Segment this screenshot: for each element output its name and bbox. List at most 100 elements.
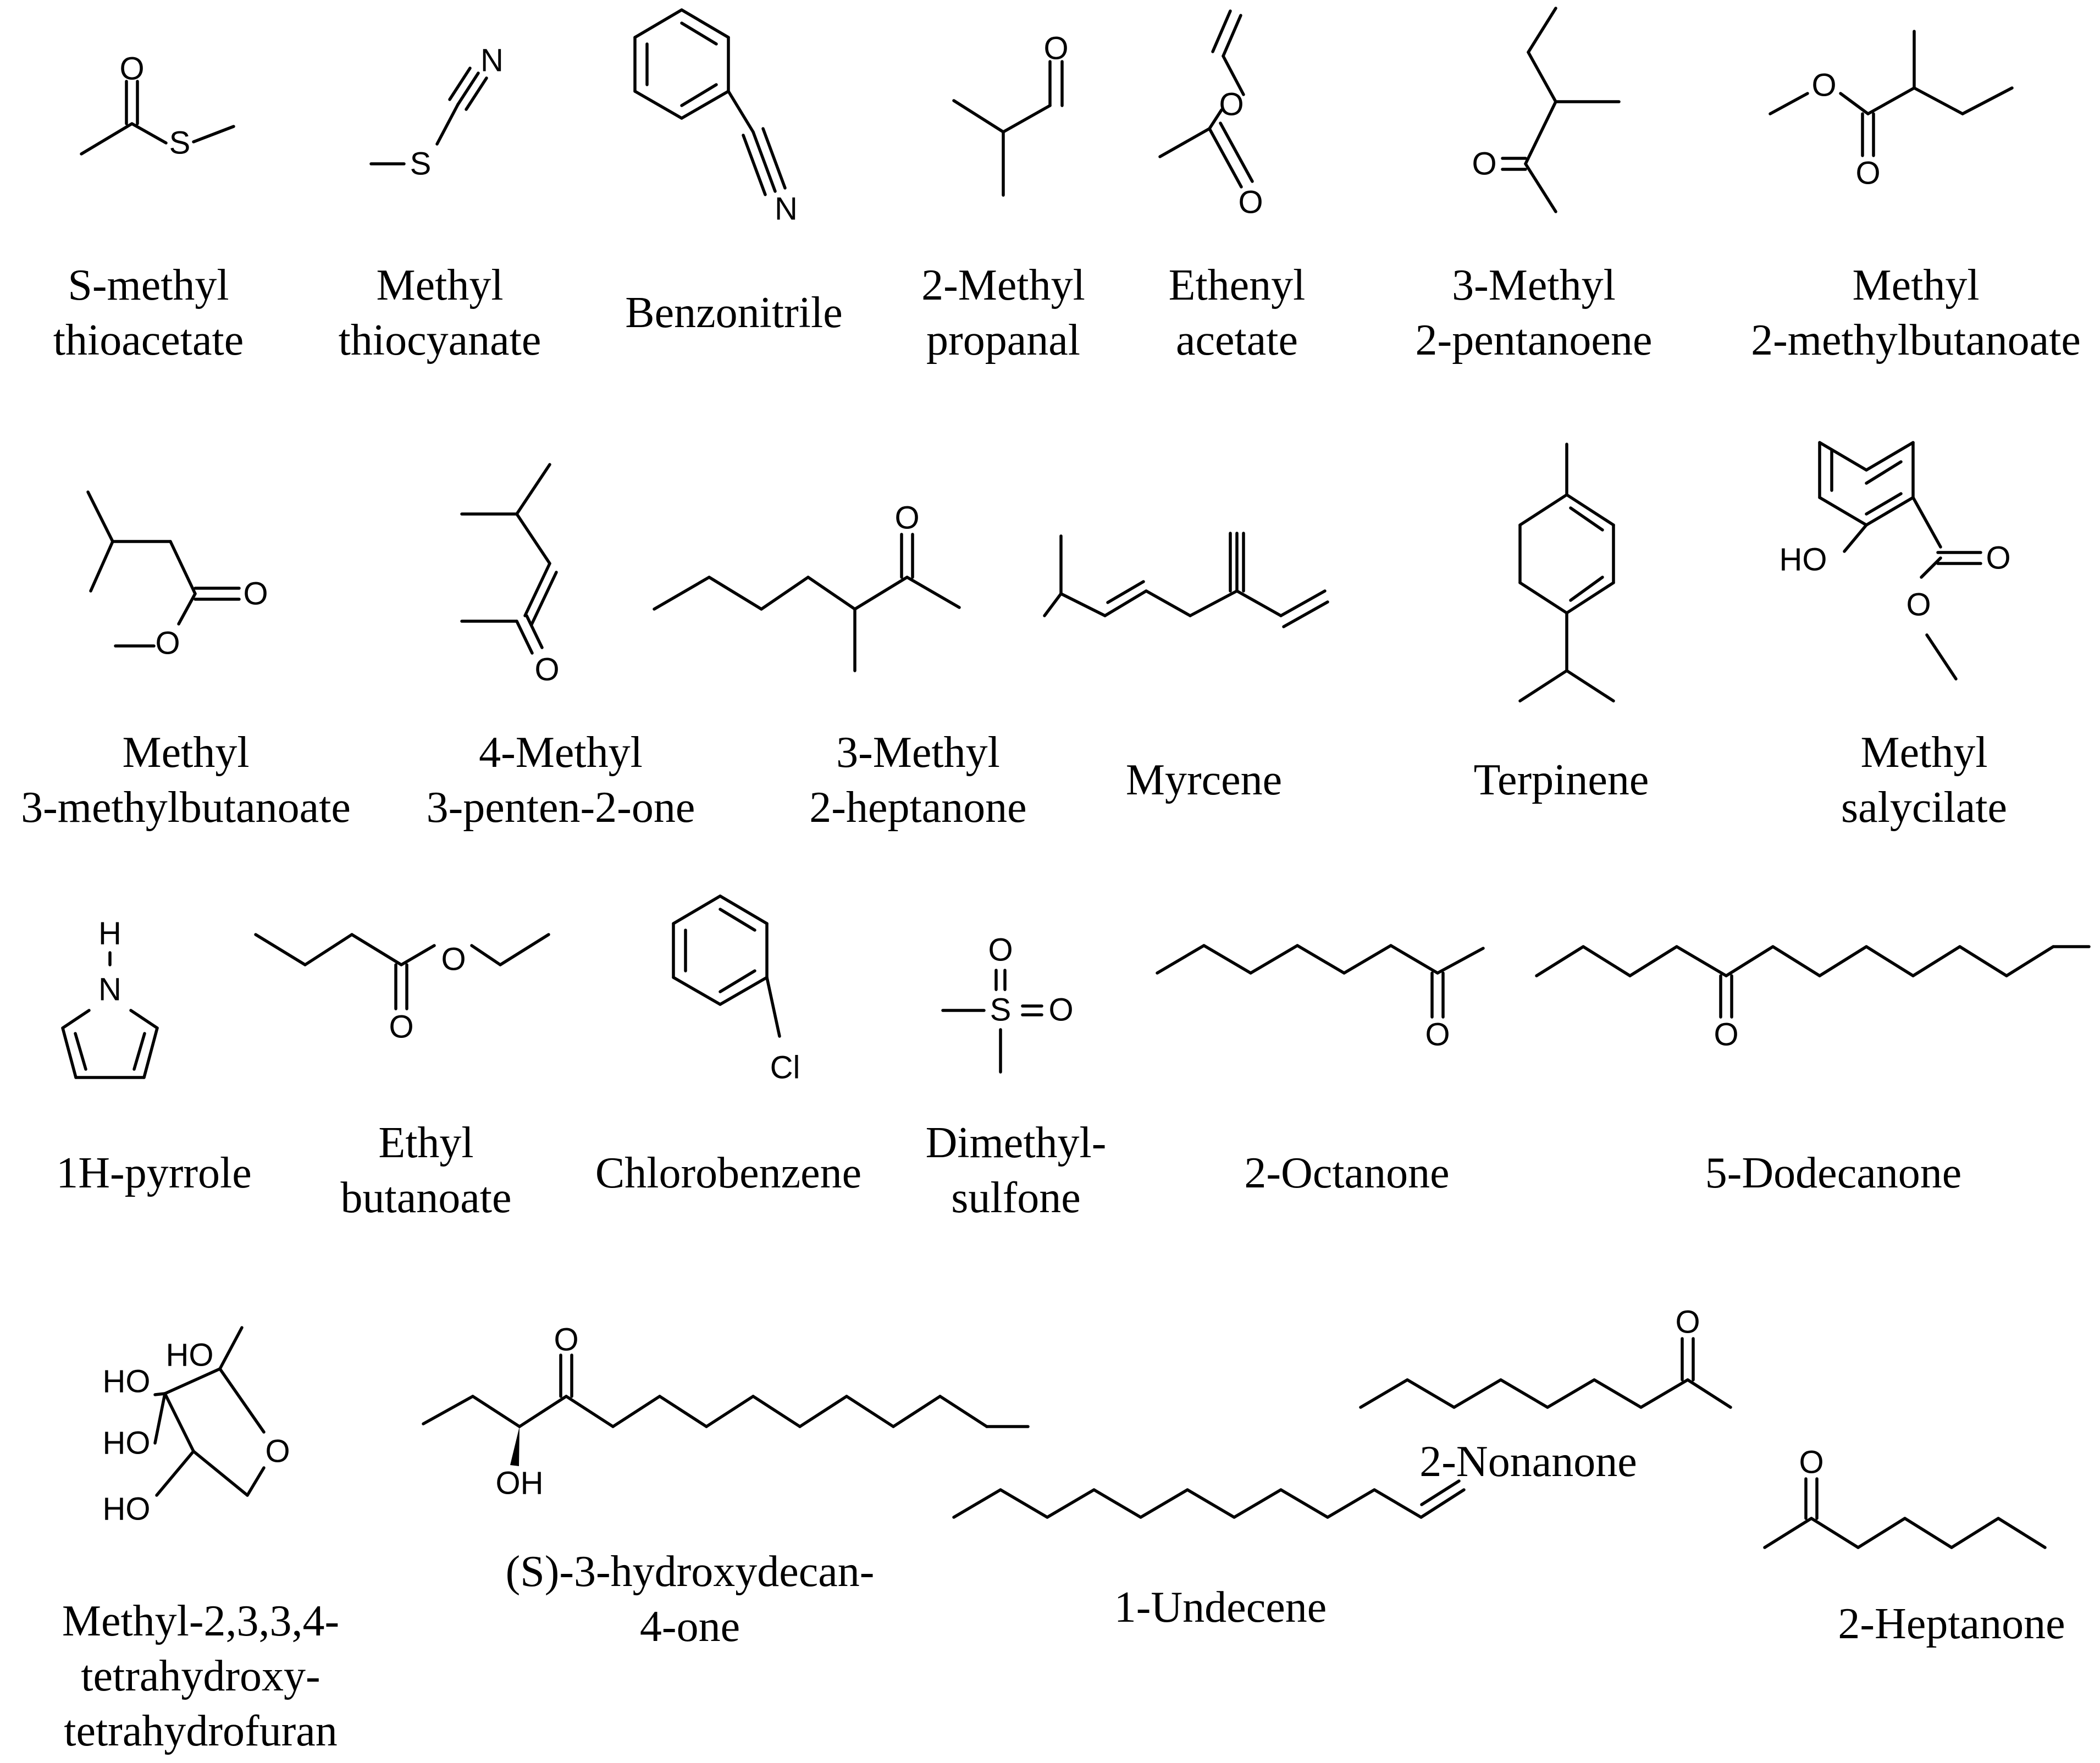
caption-c11: Myrcene — [1126, 756, 1282, 804]
caption-c18: 2-Octanone — [1244, 1149, 1449, 1197]
caption-line: 2-pentanoene — [1416, 316, 1653, 364]
caption-c21: (S)-3-hydroxydecan- 4-one — [506, 1548, 875, 1651]
atom-label-s20-ho1: HO — [166, 1338, 214, 1373]
atom-label-s1-s: S — [169, 125, 191, 161]
atom-label-s9-o: O — [534, 652, 559, 688]
caption-line: 2-methylbutanoate — [1751, 316, 2081, 364]
atom-label-s13-o1: O — [1986, 540, 2010, 576]
caption-c7: Methyl 2-methylbutanoate — [1751, 261, 2081, 364]
caption-c20: Methyl-2,3,3,4- tetrahydroxy-tetrahydrofu… — [62, 1597, 339, 1755]
atom-label-s5-o2: O — [1238, 185, 1263, 220]
caption-line: 2-Nonanone — [1419, 1438, 1637, 1486]
caption-line: Methyl — [376, 261, 503, 310]
atom-label-s13-o2: O — [1906, 587, 1931, 623]
caption-c16: Chlorobenzene — [595, 1149, 861, 1197]
caption-line: S-methyl — [68, 261, 229, 310]
atom-label-s3-n: N — [775, 191, 798, 227]
caption-line: salycilate — [1841, 783, 2007, 832]
atom-label-s14-n: N — [98, 972, 121, 1008]
caption-line: Myrcene — [1126, 756, 1282, 804]
atom-label-s16-cl: Cl — [770, 1050, 800, 1086]
caption-line: propanal — [926, 316, 1080, 364]
caption-c2: Methyl thiocyanate — [339, 261, 541, 364]
caption-c14: 1H-pyrrole — [56, 1149, 251, 1197]
caption-line: thioacetate — [53, 316, 244, 364]
caption-line: 2-Octanone — [1244, 1149, 1449, 1197]
atom-label-s20-ho3: HO — [103, 1425, 151, 1461]
caption-line: 3-penten-2-one — [427, 783, 695, 832]
caption-c4: 2-Methyl propanal — [921, 261, 1085, 364]
caption-line: 2-Heptanone — [1838, 1600, 2065, 1648]
caption-line: thiocyanate — [339, 316, 541, 364]
atom-label-s8-o2: O — [155, 626, 180, 661]
bond-lines — [61, 7, 2091, 1549]
caption-c17: Dimethyl-sulfone — [926, 1119, 1107, 1222]
caption-line: 3-Methyl — [836, 728, 1000, 777]
atom-label-s18-o: O — [1425, 1017, 1450, 1053]
caption-line: tetrahydrofuran — [64, 1707, 338, 1755]
caption-line: 4-one — [640, 1602, 740, 1651]
caption-line: 2-heptanone — [809, 783, 1026, 832]
atom-label-s21-oh: OH — [496, 1466, 544, 1501]
atom-label-s20-ho4: HO — [103, 1491, 151, 1527]
caption-c15: Ethyl butanoate — [341, 1119, 512, 1222]
atom-label-s24-o: O — [1799, 1445, 1823, 1480]
caption-line: Methyl-2,3,3,4- — [62, 1597, 339, 1645]
caption-c9: 4-Methyl 3-penten-2-one — [427, 728, 695, 832]
caption-line: 3-Methyl — [1452, 261, 1616, 310]
atom-label-s19-o: O — [1714, 1017, 1738, 1053]
atom-label-s17-o2: O — [1048, 992, 1073, 1028]
atom-label-s2-n: N — [480, 43, 504, 79]
caption-c5: Ethenyl acetate — [1169, 261, 1306, 364]
caption-line: sulfone — [951, 1174, 1081, 1222]
caption-line: Terpinene — [1474, 756, 1649, 804]
caption-c22: 2-Nonanone — [1419, 1438, 1637, 1486]
atom-label-s14-h: H — [98, 916, 121, 952]
caption-line: Methyl — [122, 728, 249, 777]
caption-c23: 1-Undecene — [1114, 1583, 1327, 1632]
atom-label-s10-o: O — [894, 500, 919, 536]
caption-c6: 3-Methyl 2-pentanoene — [1416, 261, 1653, 364]
caption-line: 1-Undecene — [1114, 1583, 1327, 1632]
atom-label-s17-o1: O — [988, 932, 1013, 968]
atom-label-s15-o2: O — [389, 1009, 413, 1045]
caption-line: Ethenyl — [1169, 261, 1306, 310]
caption-line: tetrahydroxy- — [81, 1652, 320, 1700]
caption-c13: Methyl salycilate — [1841, 728, 2007, 832]
caption-c3: Benzonitrile — [625, 289, 842, 337]
caption-c12: Terpinene — [1474, 756, 1649, 804]
atom-label-s20-ho2: HO — [103, 1364, 151, 1400]
caption-line: Methyl — [1852, 261, 1979, 310]
atom-label-s6-o: O — [1472, 146, 1496, 182]
atom-label-s15-o1: O — [441, 942, 466, 977]
atom-label-s1-o: O — [119, 51, 144, 87]
caption-line: butanoate — [341, 1174, 512, 1222]
caption-line: 3-methylbutanoate — [21, 783, 351, 832]
atom-label-s21-o: O — [554, 1322, 578, 1358]
atom-label-s2-s: S — [410, 146, 432, 182]
caption-line: (S)-3-hydroxydecan- — [506, 1548, 875, 1596]
caption-c24: 2-Heptanone — [1838, 1600, 2065, 1648]
atom-label-s8-o1: O — [243, 576, 268, 612]
caption-line: acetate — [1176, 316, 1298, 364]
caption-line: Methyl — [1860, 728, 1987, 777]
caption-c8: Methyl 3-methylbutanoate — [21, 728, 351, 832]
atom-label-s13-ho: HO — [1780, 542, 1827, 578]
atom-label-s4-o: O — [1043, 31, 1068, 67]
atom-label-s17-s: S — [990, 992, 1012, 1028]
atom-label-s7-o1: O — [1811, 68, 1836, 103]
caption-c19: 5-Dodecanone — [1705, 1149, 1961, 1197]
caption-line: Ethyl — [378, 1119, 473, 1167]
caption-line: 2-Methyl — [921, 261, 1085, 310]
atom-label-s20-o: O — [265, 1434, 290, 1469]
caption-line: Chlorobenzene — [595, 1149, 861, 1197]
caption-c1: S-methyl thioacetate — [53, 261, 244, 364]
caption-line: Dimethyl- — [926, 1119, 1107, 1167]
atom-label-s5-o1: O — [1219, 87, 1244, 123]
caption-line: 1H-pyrrole — [56, 1149, 251, 1197]
caption-line: 4-Methyl — [479, 728, 643, 777]
atom-label-s7-o2: O — [1855, 156, 1880, 191]
